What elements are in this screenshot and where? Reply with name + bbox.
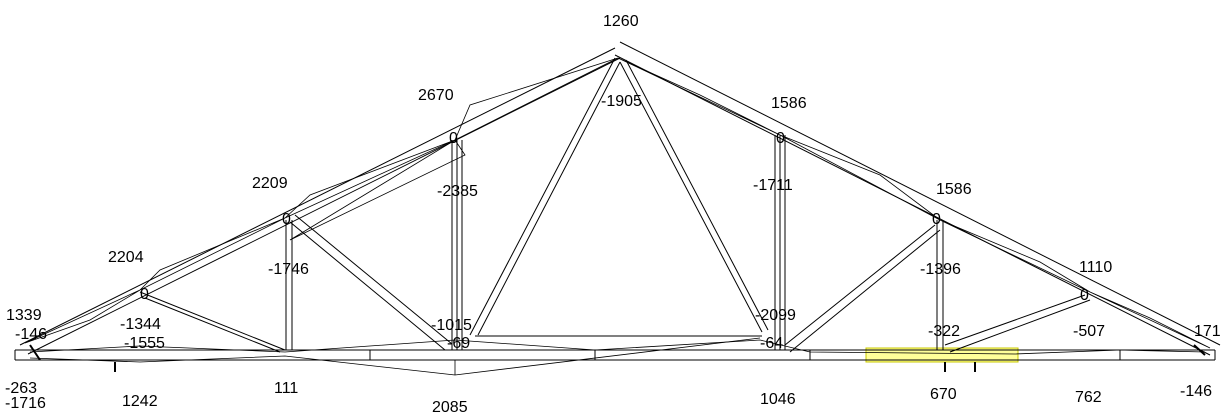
label-node-left-3: 0	[449, 130, 458, 147]
label-left-end-reaction-b: -1716	[5, 395, 46, 412]
web-members	[139, 57, 1091, 353]
label-node-right-1: 0	[1080, 287, 1089, 304]
label-right-bottom-moment-2: 670	[930, 386, 957, 403]
label-right-bottom-moment-3: 762	[1075, 389, 1102, 406]
label-right-end-reaction: -146	[1180, 383, 1212, 400]
label-left-web-1: -1344	[120, 316, 161, 333]
moment-diagram-bottom	[29, 337, 1206, 376]
label-node-left-2: 0	[282, 211, 291, 228]
label-node-right-3: 0	[776, 130, 785, 147]
moment-diagram-top	[24, 57, 1211, 349]
label-left-end-reaction-a: -263	[5, 380, 37, 397]
label-center-bottom-moment: 2085	[432, 399, 468, 416]
label-node-right-2: 0	[932, 211, 941, 228]
label-center-web-left: -1015	[431, 317, 472, 334]
bottom-chord	[14, 349, 1216, 361]
label-right-end-a: 171	[1194, 323, 1221, 340]
label-left-top-chord-1: 2204	[108, 249, 144, 266]
label-right-top-chord-3: 1586	[771, 95, 807, 112]
label-right-top-chord-1: 1110	[1079, 259, 1112, 276]
label-right-top-chord-2: 1586	[936, 181, 972, 198]
member-labels: 1260 -1905 2670 0 -2385 2209 0 -1746 220…	[5, 13, 1221, 416]
label-right-bottom-moment-1: 1046	[760, 391, 796, 408]
label-left-support-top: 1339	[6, 307, 42, 324]
top-chord-right	[614, 41, 1221, 356]
label-apex-axial: -1905	[601, 93, 642, 110]
label-left-bottom-moment-2: 111	[274, 380, 298, 397]
verticals	[285, 135, 944, 350]
label-right-web-2: -322	[928, 323, 960, 340]
top-chord-left	[19, 47, 621, 355]
label-left-bottom-1: -1555	[124, 335, 165, 352]
label-left-top-chord-2: 2209	[252, 175, 288, 192]
label-left-vertical-2: -1746	[268, 261, 309, 278]
label-center-bottom-right: -64	[760, 335, 783, 352]
label-center-bottom-left: -69	[447, 335, 470, 352]
label-left-top-chord-3: 2670	[418, 87, 454, 104]
label-center-web-right: -2099	[755, 307, 796, 324]
label-left-vertical-3: -2385	[437, 183, 478, 200]
label-right-vertical-2: -1396	[920, 261, 961, 278]
label-left-bottom-moment-1: 1242	[122, 393, 158, 410]
label-node-left-1: 0	[140, 286, 149, 303]
label-right-vertical-3: -1711	[753, 177, 793, 194]
label-apex-moment: 1260	[603, 13, 639, 30]
label-right-web-1: -507	[1073, 323, 1105, 340]
supports	[29, 344, 1206, 372]
highlighted-segment[interactable]	[865, 347, 1019, 363]
label-left-end-a: -146	[15, 326, 47, 343]
